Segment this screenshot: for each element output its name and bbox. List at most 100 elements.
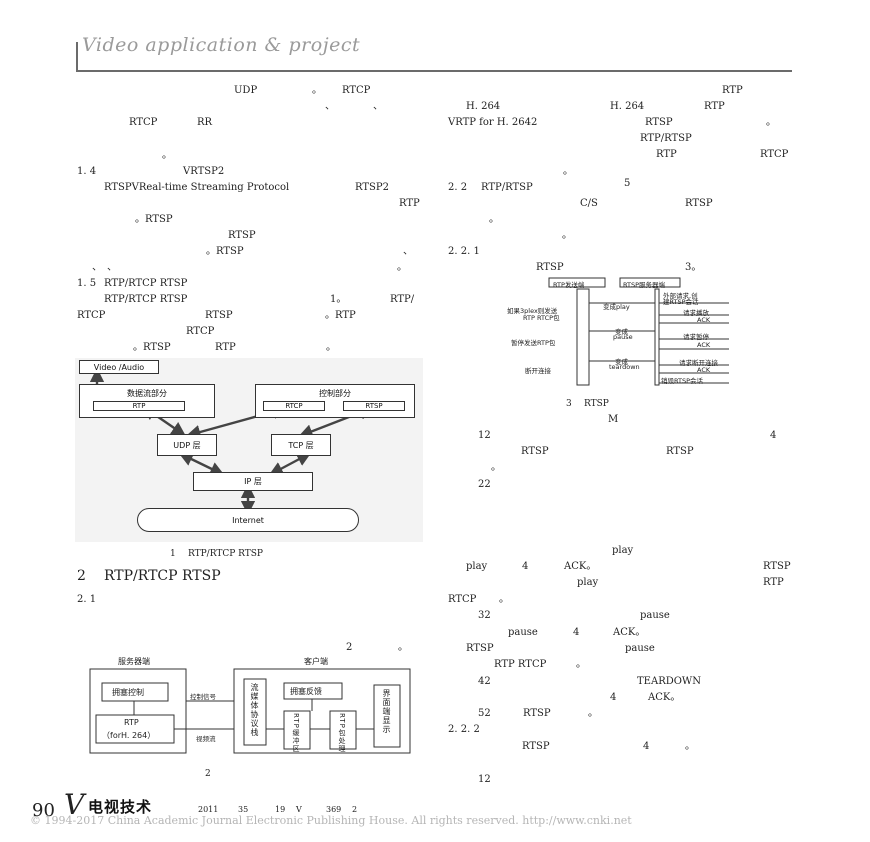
text-fragment: RTCP [760,149,789,160]
text-fragment: 。RTP [325,310,356,321]
text-fragment: 。 [398,642,408,653]
udp-layer-box: UDP 层 [157,434,217,456]
text-fragment: 。RTSP [135,214,173,225]
text-fragment: 。 [576,659,586,670]
text-fragment: 5 [624,178,631,189]
section-number: 1. 5 [77,278,97,289]
text-fragment: 。 [326,342,336,353]
control-signal-label: 控制信号 [190,693,216,701]
text-fragment: RTP/ [390,294,415,305]
text-fragment: 1。 [330,294,347,305]
footer-issue: 19 [275,805,286,814]
footer-no: 369 [326,805,342,814]
journal-logo-mark: V [64,788,85,821]
text-fragment: 、 [107,262,117,273]
text-fragment: RTSP [523,708,551,719]
pause-rtp-label: 暂停发送RTP包 [511,339,556,347]
text-fragment: RTCP [186,326,215,337]
text-fragment: 。RTSP [133,342,171,353]
send-rtp-label: 如果3plex则发送 [507,307,558,315]
rtsp-box: RTSP [343,401,405,411]
figure-rtp-rtcp-rtsp-architecture: Video /Audio 数据流部分 RTP 控制部分 RTCP RTSP UD… [75,358,423,542]
figure-2-number: 2 [205,769,211,779]
text-fragment: RTCP [77,310,106,321]
internet-box: Internet [137,508,359,532]
text-fragment: pause [640,610,670,621]
text-fragment: M [608,414,619,425]
text-fragment: pause [508,627,538,638]
text-fragment: 4 [770,430,777,441]
text-fragment: RTSP [521,446,549,457]
figure-3-number: 3 [566,399,572,409]
text-fragment: 4 [610,692,617,703]
create-session-sublabel: 建RTSP会话 [663,298,699,306]
text-fragment: RTSP [685,198,713,209]
text-fragment: 。 [766,117,776,128]
section-number: 2. 2. 1 [448,246,480,257]
text-fragment: ACK。 [648,692,681,703]
rtp-264-sublabel: （forH. 264） [102,731,156,740]
data-stream-part-label: 数据流部分 [127,389,167,398]
client-label: 客户端 [304,657,328,666]
text-fragment: RTSP [522,741,550,752]
header-rule [76,70,792,72]
text-fragment: 。 [563,166,573,177]
copyright-watermark: © 1994-2017 China Academic Journal Elect… [30,814,632,827]
video-audio-box: Video /Audio [79,360,159,374]
tcp-layer-box: TCP 层 [271,434,331,456]
rtp-buffer-box: RTP缓冲区 [292,713,300,753]
text-fragment: 2 [346,642,353,653]
text-fragment: H. 264 [466,101,501,112]
text-fragment: TEARDOWN [637,676,701,687]
request-play-label: 请求播放 [683,309,709,317]
text-fragment: RTSP2 [355,182,389,193]
text-fragment: pause [625,643,655,654]
text-fragment: 。 [588,708,598,719]
text-fragment: C/S [580,198,598,209]
rtp-264-label: RTP [124,718,139,727]
create-session-label: 外部请求,创 [663,292,698,300]
text-fragment: RTSPVReal-time Streaming Protocol [104,182,290,193]
text-fragment: RTP [722,85,743,96]
text-fragment: RR [197,117,213,128]
rtcp-box: RTCP [263,401,325,411]
text-fragment: play [466,561,488,572]
text-fragment: RTSP [763,561,791,572]
journal-section-title: Video application & project [82,34,361,56]
video-stream-label: 视频流 [196,735,216,743]
text-fragment: 32 [478,610,491,621]
ip-layer-box: IP 层 [193,472,313,491]
state-pause-label: 变成 [615,328,628,336]
ui-display-box: 界面端显示 [382,689,391,734]
rtp-packet-process-box: RTP包处理 [338,713,346,753]
text-fragment: 、 [92,262,102,273]
request-pause-label: 请求暂停 [683,333,709,341]
text-fragment: 4 [643,741,650,752]
figure-1-number: 1 [170,549,176,559]
text-fragment: RTSP [205,310,233,321]
section-heading: RTP/RTSP [481,182,533,193]
section-number: 2. 1 [77,594,97,605]
text-fragment: RTCP [448,594,477,605]
section-heading: RTP/RTCP RTSP [104,278,188,289]
figure-3-lines [548,277,729,386]
control-part-label: 控制部分 [319,389,351,398]
section-number: 1. 4 [77,166,97,177]
text-fragment: 42 [478,676,491,687]
text-fragment: 52 [478,708,491,719]
disconnect-label: 断开连接 [525,367,551,375]
congestion-feedback-box: 拥塞反馈 [290,687,322,696]
text-fragment: ACK。 [564,561,597,572]
text-fragment: 、 [373,101,383,112]
state-pause-sublabel: pause [613,333,633,341]
text-fragment: 。 [162,150,172,161]
text-fragment: RTCP [342,85,371,96]
congestion-control-box: 拥塞控制 [112,688,144,697]
text-fragment: play [612,545,634,556]
text-fragment: RTP/RTSP [640,133,692,144]
text-fragment: 3。 [685,262,702,273]
text-fragment: RTP RTCP [494,659,547,670]
ack-label: ACK [697,366,711,374]
text-fragment: 。 [489,214,499,225]
text-fragment: 。 [397,262,407,273]
